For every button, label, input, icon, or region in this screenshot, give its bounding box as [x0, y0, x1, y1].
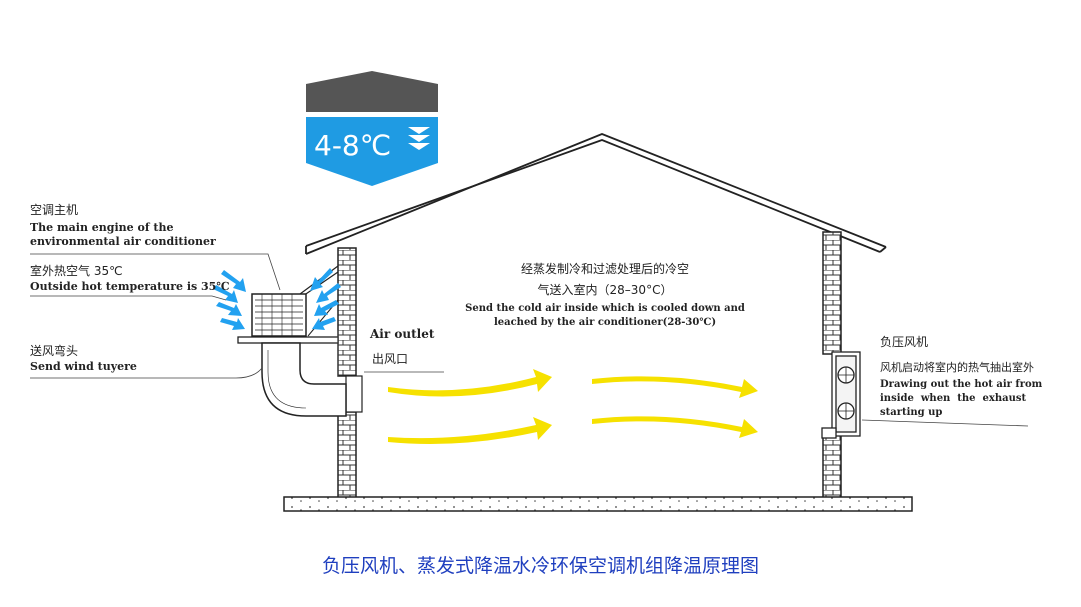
floor-slab [283, 496, 913, 512]
air-outlet-opening [345, 375, 363, 413]
hot-air-arrows-right [310, 268, 341, 330]
exhaust-fan-description-en-line3: starting up [880, 407, 943, 418]
right-wall [822, 231, 842, 499]
exhaust-fan-label-cn: 负压风机 [880, 335, 929, 349]
down-chevrons-icon [408, 127, 430, 150]
air-outlet-label-en: Air outlet [370, 327, 435, 341]
left-wall [337, 247, 363, 499]
ac-main-engine-label-en-line1: The main engine of the [30, 221, 174, 234]
cold-air-description-cn-line2: 气送入室内（28–30°C） [537, 283, 673, 297]
air-outlet-label-cn: 出风口 [372, 352, 409, 366]
cold-air-description-cn-line1: 经蒸发制冷和过滤处理后的冷空 [520, 262, 689, 276]
exhaust-fan-description-en-line1: Drawing out the hot air from [880, 379, 1043, 390]
send-wind-tuyere-label-en: Send wind tuyere [30, 360, 137, 373]
exhaust-fan-description-en-line2: inside when the exhaust [880, 393, 1027, 404]
airflow-arrow [592, 376, 758, 398]
badge-blue-shape [306, 117, 438, 186]
send-wind-tuyere-label-cn: 送风弯头 [30, 344, 79, 358]
ac-main-engine-label-cn: 空调主机 [30, 203, 79, 217]
airflow-arrow [592, 416, 758, 438]
ac-main-engine-label-en-line2: environmental air conditioner [30, 235, 216, 248]
badge-roof-shape [306, 71, 438, 112]
airflow-arrow [388, 369, 552, 397]
house-roof [305, 133, 887, 255]
exhaust-fan [821, 351, 861, 439]
ac-unit-assembly [237, 265, 347, 417]
airflow-arrow [388, 417, 552, 445]
ac-support-bracket [237, 336, 339, 344]
cold-air-description-en-line1: Send the cold air inside which is cooled… [465, 303, 745, 314]
hot-air-arrows-left [213, 270, 246, 330]
diagram-caption: 负压风机、蒸发式降温水冷环保空调机组降温原理图 [321, 555, 759, 577]
temperature-badge: 4-8℃ [306, 71, 438, 186]
cold-airflow-arrows [388, 369, 758, 445]
outside-hot-air-label-cn: 室外热空气 35℃ [30, 264, 123, 278]
outside-hot-air-label-en: Outside hot temperature is 35℃ [30, 280, 230, 293]
badge-temperature-text: 4-8℃ [314, 129, 391, 162]
ac-main-unit [251, 293, 307, 337]
ac-duct-elbow [261, 342, 347, 417]
exhaust-fan-description-cn: 风机启动将室内的热气抽出室外 [880, 361, 1034, 374]
cold-air-description-en-line2: leached by the air conditioner(28-30℃) [493, 317, 717, 328]
leader-lines [30, 253, 1029, 427]
